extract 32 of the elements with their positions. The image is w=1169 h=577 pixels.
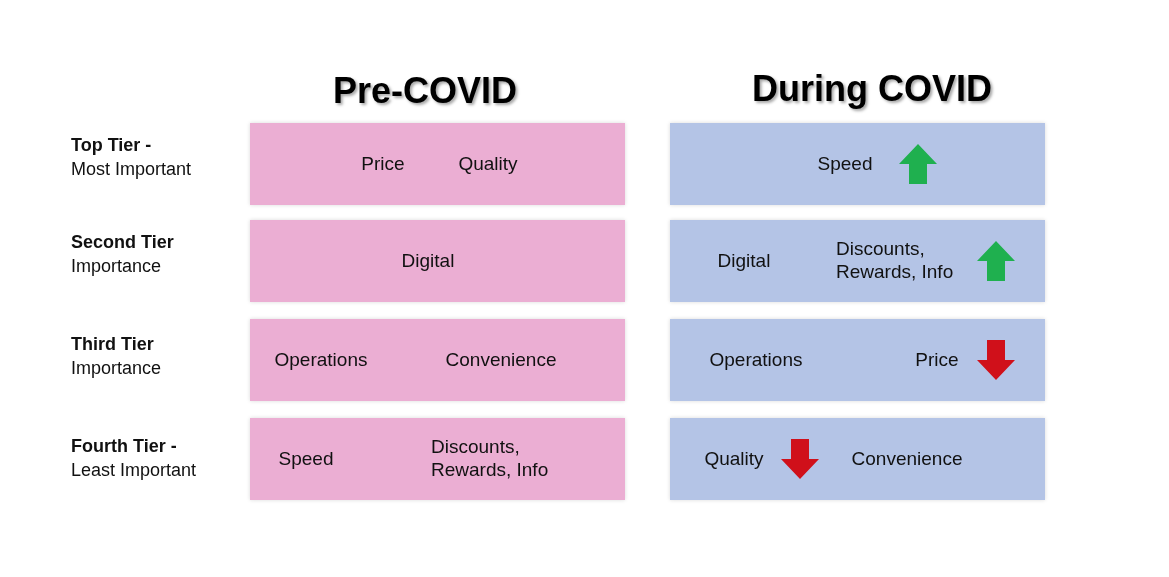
tier-subtitle: Most Important	[71, 159, 192, 180]
tier-subtitle: Least Important	[71, 460, 197, 481]
tier-box	[670, 123, 1045, 205]
factor-label: Discounts, Rewards, Info	[836, 238, 955, 284]
factor-label: Price	[915, 348, 959, 372]
factor-label: Convenience	[445, 348, 557, 372]
factor-label: Digital	[717, 249, 771, 273]
tier-box	[670, 319, 1045, 401]
tier-subtitle: Importance	[71, 256, 162, 277]
tier-box	[250, 123, 625, 205]
factor-label: Operations	[274, 348, 368, 372]
factor-label: Quality	[458, 152, 518, 176]
factor-label: Operations	[709, 348, 803, 372]
factor-label: Quality	[704, 447, 764, 471]
column-heading: Pre-COVID	[333, 70, 517, 112]
tier-box	[670, 418, 1045, 500]
column-heading: During COVID	[752, 68, 992, 110]
factor-label: Price	[361, 152, 405, 176]
factor-label: Speed	[817, 152, 873, 176]
tier-title: Third Tier	[71, 334, 154, 355]
tier-title: Second Tier	[71, 232, 174, 253]
factor-label: Convenience	[851, 447, 963, 471]
tier-box	[670, 220, 1045, 302]
factor-label: Digital	[401, 249, 455, 273]
factor-label: Speed	[278, 447, 334, 471]
tier-box	[250, 319, 625, 401]
factor-label: Discounts, Rewards, Info	[431, 436, 550, 482]
tier-subtitle: Importance	[71, 358, 162, 379]
tier-title: Top Tier -	[71, 135, 152, 156]
tier-title: Fourth Tier -	[71, 436, 177, 457]
tier-box	[250, 418, 625, 500]
tier-box	[250, 220, 625, 302]
